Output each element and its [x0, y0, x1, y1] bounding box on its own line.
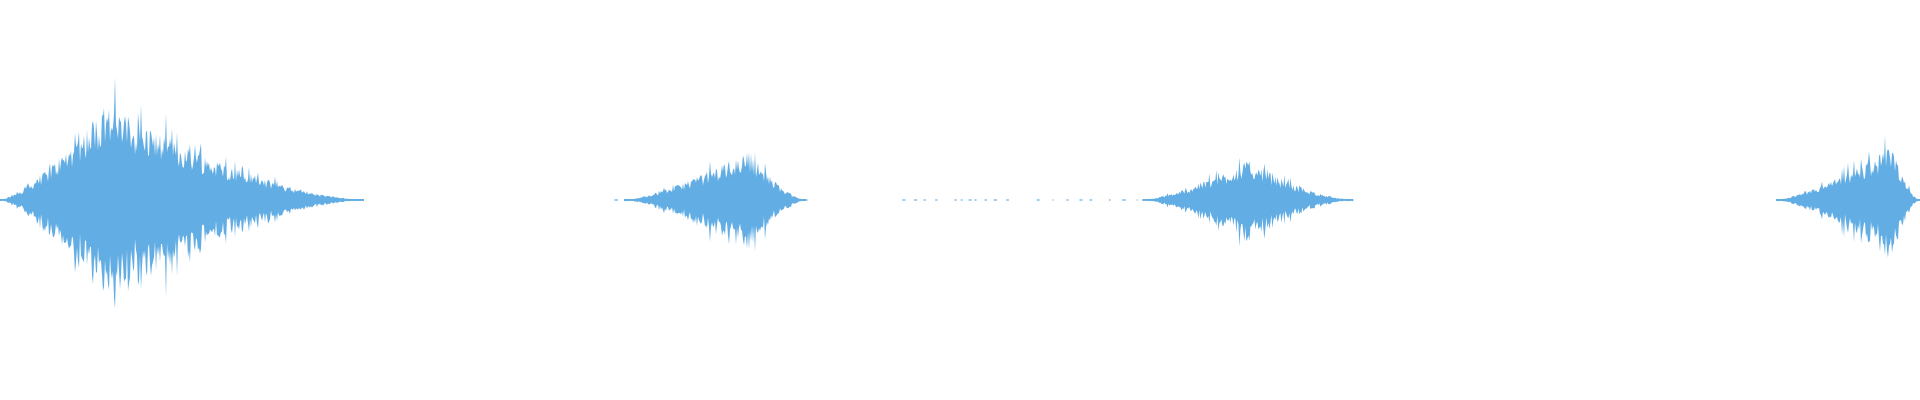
waveform-baseline-fleck: [993, 199, 997, 201]
waveform-baseline-fleck: [1066, 199, 1069, 201]
waveform-baseline-fleck: [1006, 199, 1009, 201]
waveform-baseline-fleck: [1089, 199, 1093, 201]
waveform-baseline-fleck: [968, 199, 972, 201]
waveform-burst: [0, 76, 364, 310]
waveform-burst: [624, 152, 806, 252]
waveform-baseline-fleck: [1052, 199, 1054, 201]
waveform-baseline-fleck: [1122, 199, 1126, 201]
waveform-baseline-fleck: [1108, 199, 1111, 201]
waveform-baseline-fleck: [935, 199, 938, 201]
waveform-burst: [1142, 157, 1354, 247]
waveform-baseline-fleck: [1136, 199, 1138, 201]
waveform-baseline-fleck: [923, 199, 926, 201]
waveform-burst: [1776, 135, 1920, 258]
waveform-baseline-fleck: [614, 199, 618, 201]
waveform-baseline-fleck: [984, 199, 987, 201]
waveform-baseline-fleck: [960, 199, 963, 201]
waveform-baseline-fleck: [1036, 199, 1040, 201]
waveform-baseline-fleck: [902, 199, 906, 201]
waveform-baseline-fleck: [914, 199, 918, 201]
waveform-baseline-fleck: [954, 199, 957, 201]
waveform-baseline-fleck: [804, 199, 808, 201]
waveform-baseline-fleck: [974, 199, 977, 201]
waveform-baseline-fleck: [1079, 199, 1083, 201]
